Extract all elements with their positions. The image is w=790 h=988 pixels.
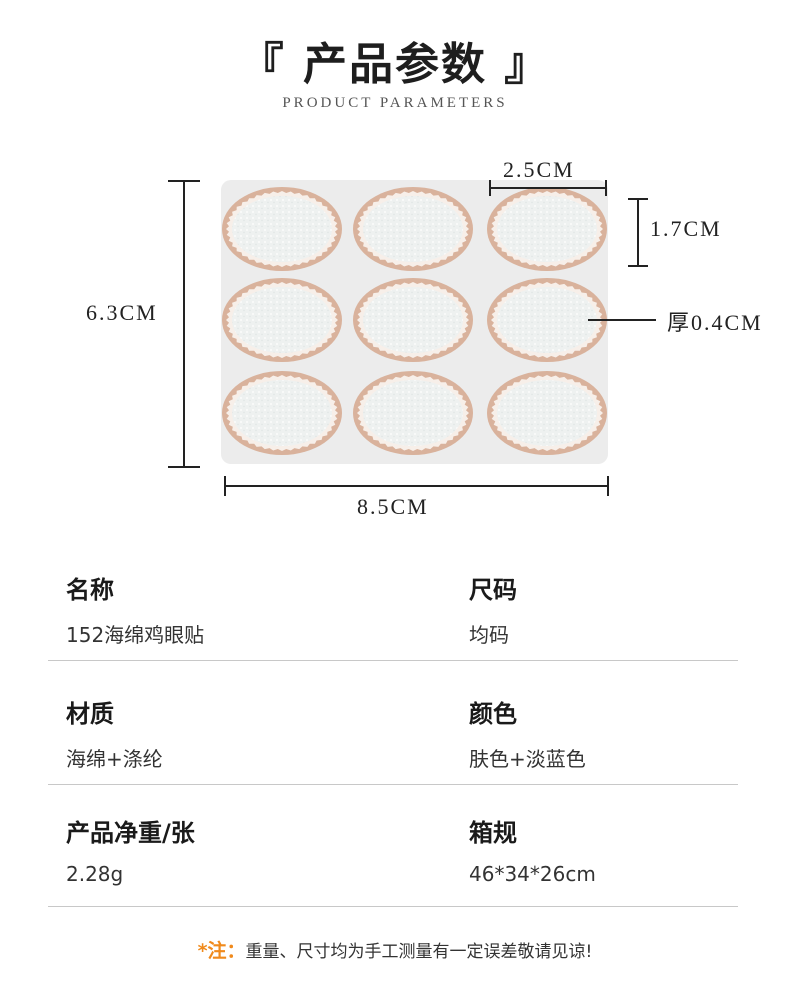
page-subtitle: PRODUCT PARAMETERS: [282, 95, 508, 111]
spec-label: 名称: [66, 576, 114, 604]
spec-label: 颜色: [469, 700, 517, 728]
spec-row: 产品净重/张 2.28g 箱规 46*34*26cm: [48, 813, 738, 907]
product-sheet-image: [221, 180, 608, 464]
measurement-note: *注：重量、尺寸均为手工测量有一定误差敬请见谅!: [0, 936, 790, 963]
thickness-pointer-line: [588, 319, 656, 321]
spec-value: 46*34*26cm: [469, 862, 596, 886]
spec-value: 海绵+涤纶: [66, 747, 163, 771]
sheet-height-dim-tick-top: [168, 180, 200, 182]
height-dim-line: [637, 198, 639, 266]
pad-foam: [232, 380, 332, 446]
page-title: 『 产品参数 』: [239, 39, 551, 90]
spec-value: 2.28g: [66, 862, 124, 886]
spec-cell-carton: 箱规 46*34*26cm: [469, 813, 596, 886]
sheet-width-dim-label: 8.5CM: [357, 494, 429, 519]
sheet-width-dim-tick-left: [224, 476, 226, 496]
row-divider: [48, 660, 738, 661]
pad-foam: [497, 287, 597, 353]
row-divider: [48, 906, 738, 907]
spec-row: 名称 152海绵鸡眼贴 尺码 均码: [48, 570, 738, 661]
pad-foam: [497, 380, 597, 446]
note-prefix: *注：: [197, 940, 246, 962]
sheet-height-dim-label: 6.3CM: [86, 300, 158, 325]
pad-foam: [232, 196, 332, 262]
width-dim-label: 2.5CM: [503, 157, 575, 182]
spec-label: 材质: [66, 700, 114, 728]
thickness-dim-label: 厚0.4CM: [667, 310, 763, 335]
spec-cell-material: 材质 海绵+涤纶: [66, 694, 163, 772]
sheet-width-dim-line: [225, 485, 609, 487]
sheet-height-dim-line: [183, 180, 185, 468]
width-dim-tick-right: [605, 180, 607, 196]
spec-label: 尺码: [469, 576, 517, 604]
spec-value: 均码: [469, 623, 509, 647]
pad-foam: [497, 196, 597, 262]
spec-cell-color: 颜色 肤色+淡蓝色: [469, 694, 586, 772]
pad-foam: [363, 380, 463, 446]
pad-foam: [363, 196, 463, 262]
sheet-width-dim-tick-right: [607, 476, 609, 496]
spec-row: 材质 海绵+涤纶 颜色 肤色+淡蓝色: [48, 694, 738, 785]
spec-cell-weight: 产品净重/张 2.28g: [66, 813, 195, 886]
pad-foam: [363, 287, 463, 353]
width-dim-tick-left: [489, 180, 491, 196]
sheet-height-dim-tick-bottom: [168, 466, 200, 468]
spec-cell-name: 名称 152海绵鸡眼贴: [66, 570, 204, 648]
width-dim-line: [489, 187, 607, 189]
spec-value: 152海绵鸡眼贴: [66, 623, 205, 647]
spec-label: 产品净重/张: [66, 819, 195, 847]
corn-pad-grid: [222, 187, 607, 455]
height-dim-tick-top: [628, 198, 648, 200]
height-dim-label: 1.7CM: [650, 216, 722, 241]
note-text: 重量、尺寸均为手工测量有一定误差敬请见谅!: [245, 942, 593, 962]
height-dim-tick-bottom: [628, 265, 648, 267]
pad-foam: [232, 287, 332, 353]
spec-cell-size: 尺码 均码: [469, 570, 517, 648]
spec-label: 箱规: [469, 819, 517, 847]
row-divider: [48, 784, 738, 785]
spec-value: 肤色+淡蓝色: [469, 747, 586, 771]
